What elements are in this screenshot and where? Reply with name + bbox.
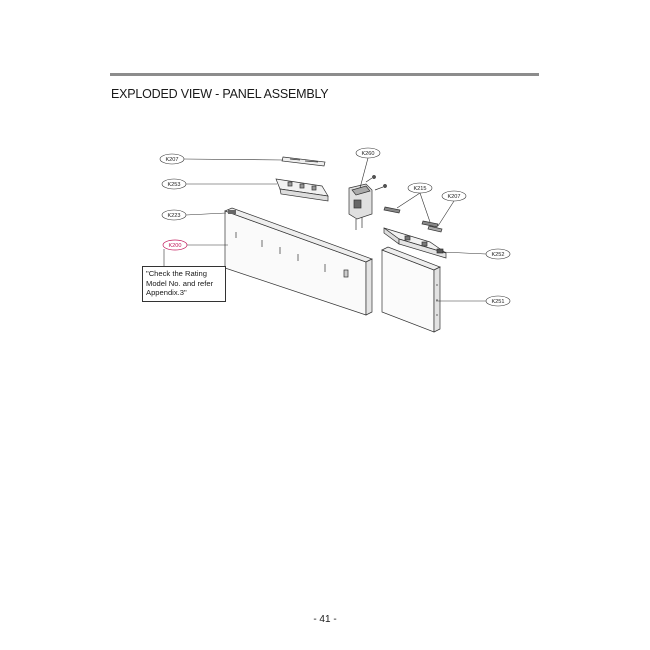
part-k260 (348, 175, 387, 230)
svg-text:K223: K223 (167, 213, 180, 219)
part-k207-right (427, 225, 443, 233)
rating-note-box: "Check the Rating Model No. and refer Ap… (142, 266, 226, 302)
part-k223-panel (224, 207, 373, 316)
callout-k207-left: K207 (159, 153, 185, 165)
callout-k251: K251 (485, 295, 511, 307)
note-line-2: Model No. and refer (146, 278, 214, 288)
note-line-1: "Check the Rating (146, 269, 207, 278)
svg-text:K200: K200 (168, 243, 181, 249)
svg-text:K215: K215 (413, 186, 426, 192)
callout-k260: K260 (355, 147, 381, 159)
callout-k207-right: K207 (441, 190, 467, 202)
leader-lines (163, 157, 487, 302)
page-number: - 41 - (313, 614, 337, 625)
callout-k253: K253 (161, 178, 187, 190)
part-k253 (275, 178, 329, 202)
note-line-3: Appendix.3" (146, 288, 187, 298)
svg-text:K252: K252 (491, 252, 504, 258)
callout-k252: K252 (485, 248, 511, 260)
part-k252 (383, 227, 447, 259)
part-k251 (381, 246, 441, 333)
svg-text:K207: K207 (165, 157, 178, 163)
callout-k223: K223 (161, 209, 187, 221)
svg-text:K251: K251 (491, 299, 504, 305)
svg-text:K260: K260 (361, 151, 374, 157)
svg-text:K207: K207 (447, 194, 460, 200)
part-k207-left (281, 156, 326, 167)
callout-k215: K215 (407, 182, 433, 194)
svg-text:K253: K253 (167, 182, 180, 188)
part-k215 (383, 206, 439, 228)
page-title: EXPLODED VIEW - PANEL ASSEMBLY (111, 87, 329, 101)
header-rule (110, 73, 539, 76)
callout-k200: K200 (162, 239, 188, 251)
